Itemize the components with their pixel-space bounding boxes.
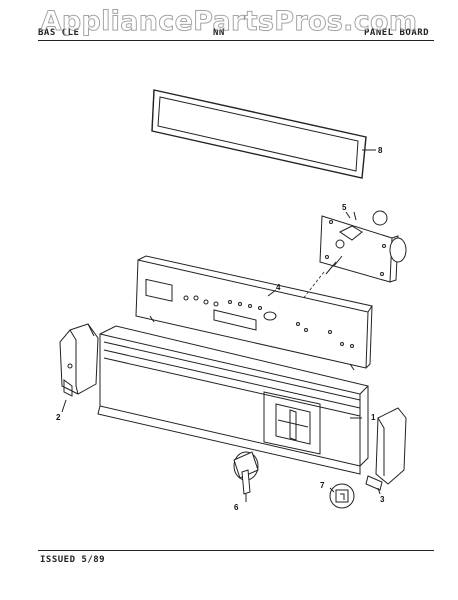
footer-rule bbox=[38, 550, 434, 551]
part-6-knob bbox=[233, 451, 259, 502]
page-header: BAS CLE NN PANEL BOARD bbox=[38, 28, 434, 42]
callout-2: 2 bbox=[56, 413, 61, 422]
callout-8: 8 bbox=[378, 146, 383, 155]
watermark: AppliancePartsPros.com bbox=[40, 6, 418, 38]
part-3-right-end-cap bbox=[365, 407, 407, 495]
callout-4: 4 bbox=[276, 283, 281, 292]
header-middle-text: NN bbox=[213, 28, 225, 38]
part-4-control-panel bbox=[135, 255, 373, 371]
part-5-timer-assembly bbox=[301, 210, 407, 301]
callout-7: 7 bbox=[320, 481, 325, 490]
part-8-trim-plate bbox=[151, 89, 376, 179]
callout-5: 5 bbox=[342, 203, 347, 212]
header-left-text: BAS CLE bbox=[38, 28, 80, 38]
header-right-text: PANEL BOARD bbox=[364, 28, 430, 38]
header-rule bbox=[38, 40, 434, 41]
part-7-clip-detail bbox=[329, 483, 355, 509]
callout-1: 1 bbox=[371, 413, 376, 422]
part-2-left-end-cap bbox=[59, 323, 99, 413]
issued-date-label: ISSUED 5/89 bbox=[40, 555, 106, 565]
callout-3: 3 bbox=[380, 495, 385, 504]
callout-6: 6 bbox=[234, 503, 239, 512]
part-1-console-housing bbox=[97, 325, 369, 475]
